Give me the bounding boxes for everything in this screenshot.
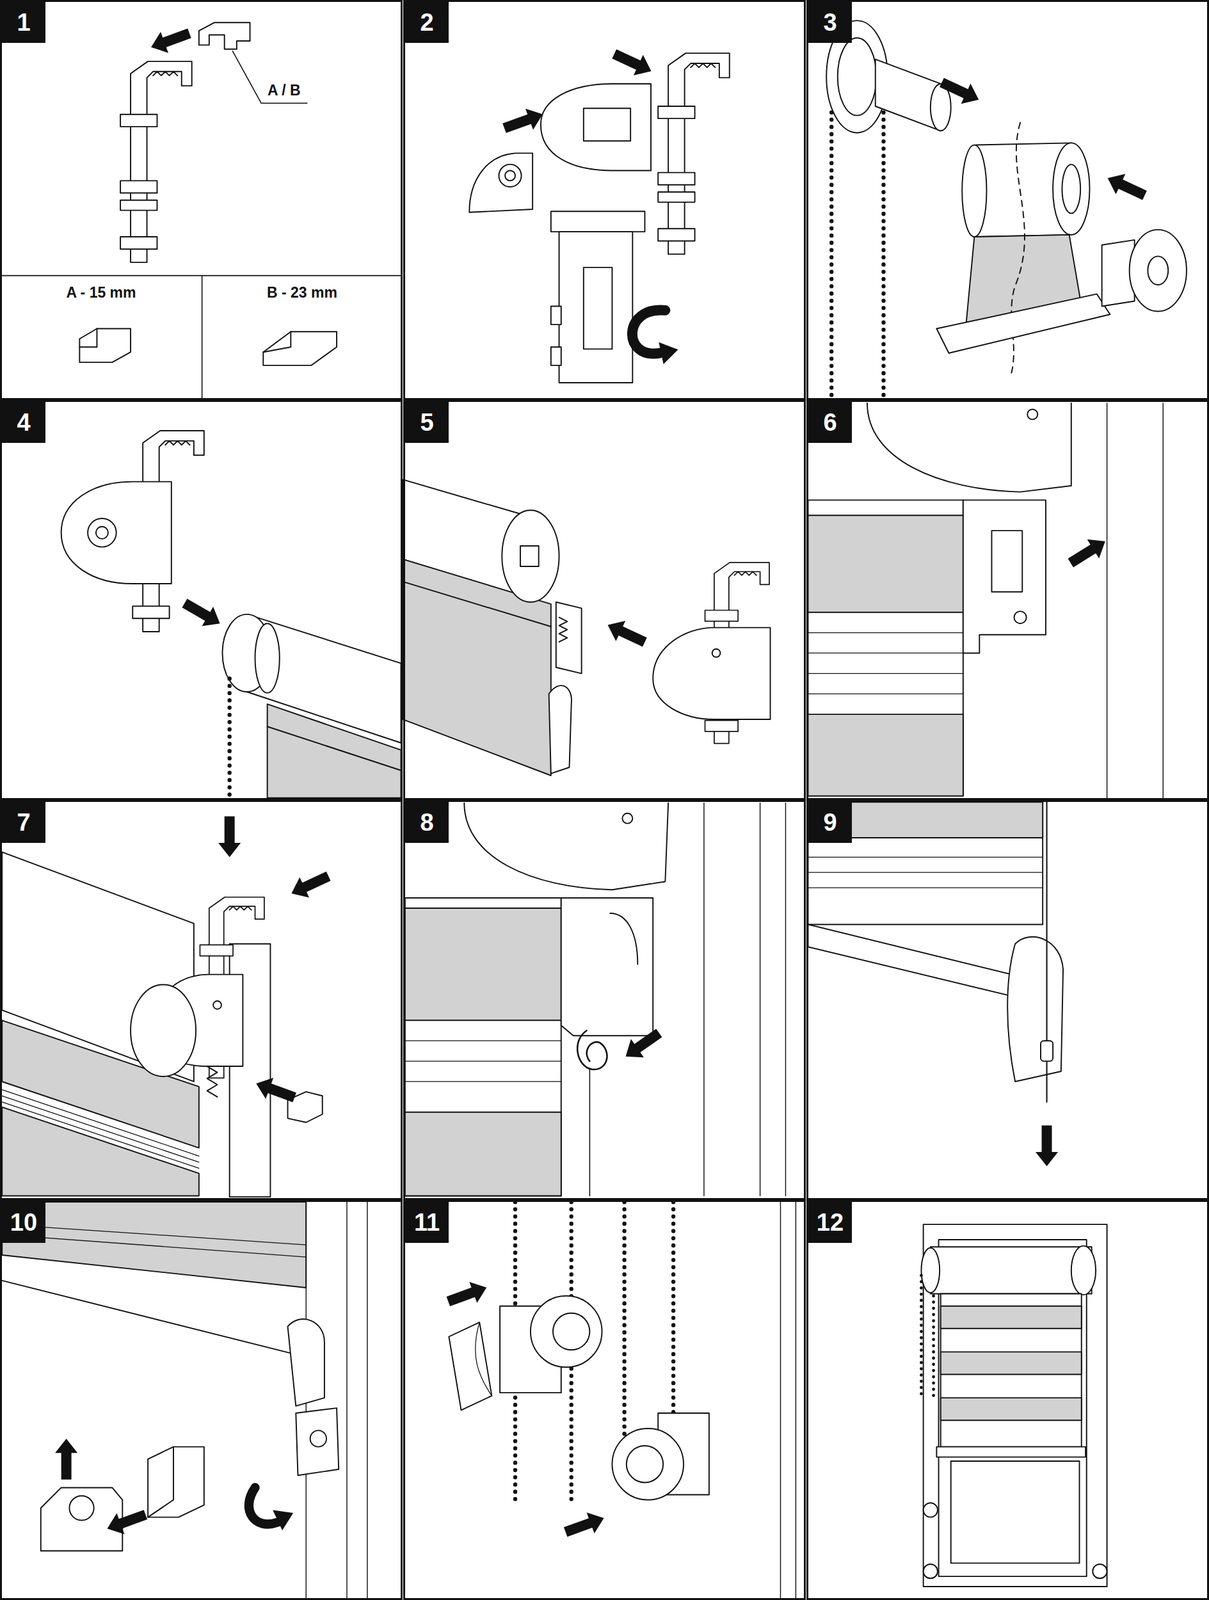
step-number: 2 [405,1,449,43]
step-number: 12 [808,1201,852,1243]
table-cell: A - 15 mm [64,284,137,302]
step-number: 10 [1,1201,46,1243]
step-panel: 10 [0,1200,403,1600]
step-panel: 5 [403,400,806,801]
step-panel: 3 [806,0,1209,401]
step-panel: 4 [0,400,403,801]
size-callout: A / B [266,81,303,100]
step-number: 9 [808,801,852,843]
step-panel: 8 [403,800,806,1201]
step-number: 7 [1,801,46,843]
step-panel: 11 [403,1200,806,1600]
step-panel: 7 [0,800,403,1201]
step-number: 5 [405,401,449,443]
step-number: 3 [808,1,852,43]
step-panel: 1 [0,0,403,401]
step-number: 1 [1,1,46,43]
step-number: 11 [405,1201,449,1243]
step-panel: 6 [806,400,1209,801]
step-number: 4 [1,401,46,443]
step-panel: 12 [806,1200,1209,1600]
step-number: 8 [405,801,449,843]
table-cell: B - 23 mm [265,284,339,302]
step-panel: 2 [403,0,806,401]
step-panel: 9 [806,800,1209,1201]
step-number: 6 [808,401,852,443]
